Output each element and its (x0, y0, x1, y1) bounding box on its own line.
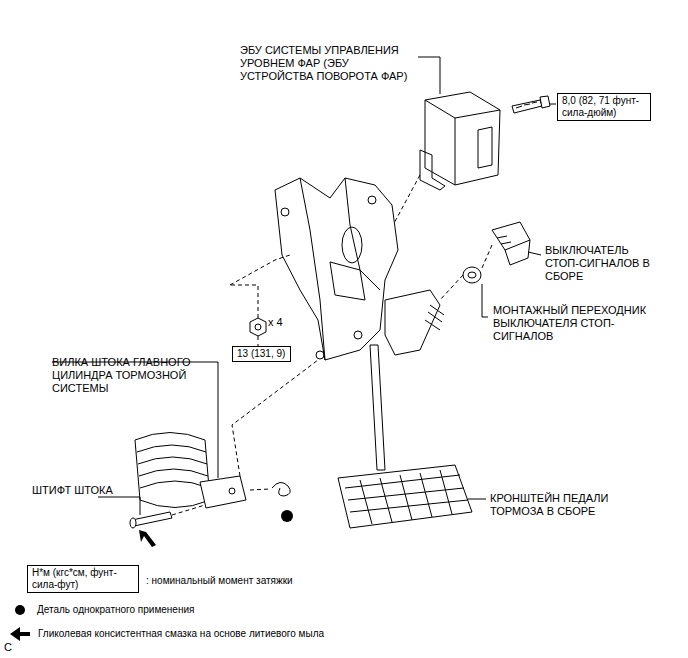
torque-box: 8,0 (82, 71 фунт-сила-дюйм) (557, 93, 651, 121)
torque-box: 13 (131, 9) (232, 346, 291, 362)
legend-text: Деталь однократного применения (37, 604, 194, 616)
part-name: МОНТАЖНЫЙ ПЕРЕХОДНИК ВЫКЛЮЧАТЕЛЯ СТОП-СИ… (493, 304, 658, 343)
quantity-note: x 4 (268, 316, 283, 329)
figure-code: C (4, 641, 12, 654)
part-name: ВЫКЛЮЧАТЕЛЬ СТОП-СИГНАЛОВ В СБОРЕ (545, 244, 657, 283)
torque-value: Н*м (кгс*см, фунт-сила-фут) (32, 567, 134, 591)
legend-text: : номинальный момент затяжки (146, 575, 293, 587)
torque-value: 8,0 (82, 71 фунт-сила-дюйм) (562, 95, 646, 119)
torque-value: 13 (131, 9) (237, 348, 286, 360)
part-name: ШТИФТ ШТОКА (32, 484, 113, 497)
legend-text: Гликолевая консистентная смазка на основ… (38, 628, 324, 640)
part-name: ВИЛКА ШТОКА ГЛАВНОГО ЦИЛИНДРА ТОРМОЗНОЙ … (52, 356, 217, 395)
part-name: КРОНШТЕЙН ПЕДАЛИ ТОРМОЗА В СБОРЕ (490, 492, 628, 518)
torque-box: Н*м (кгс*см, фунт-сила-фут) (27, 565, 139, 593)
part-name: ЭБУ СИСТЕМЫ УПРАВЛЕНИЯ УРОВНЕМ ФАР (ЭБУ … (240, 44, 425, 83)
